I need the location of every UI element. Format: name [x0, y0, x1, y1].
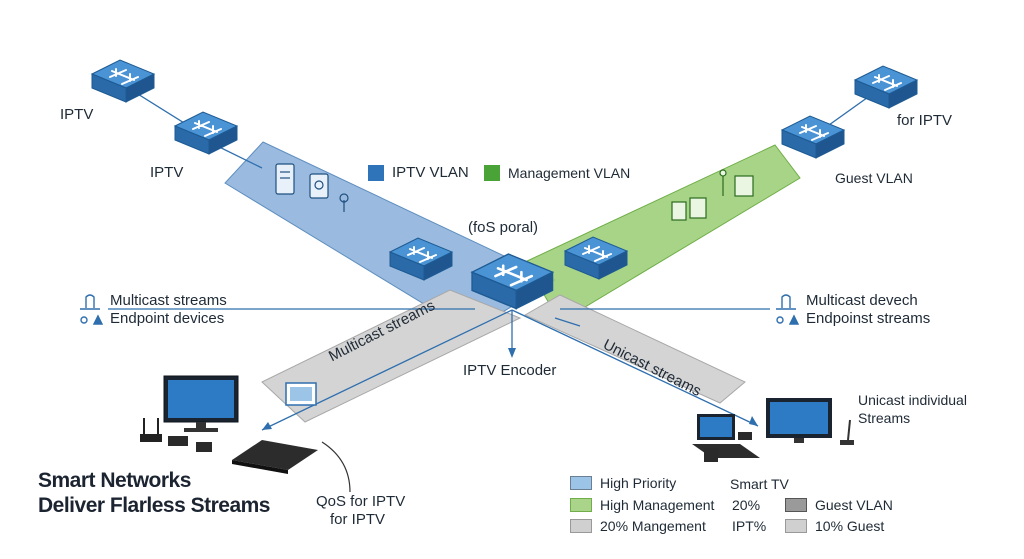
unicast-band: [523, 294, 746, 404]
iptv-vlan-label: IPTV VLAN: [392, 164, 469, 181]
iptv-encoder-label: IPTV Encoder: [463, 362, 557, 379]
multicast-icon: [80, 294, 104, 325]
guest-swatch: [785, 519, 807, 533]
iptv-vlan-swatch: [368, 165, 384, 181]
high-priority-label: High Priority: [600, 475, 677, 491]
screen-icon: [285, 382, 317, 406]
for-iptv-label: for IPTV: [897, 112, 953, 129]
keyboard-icon: [232, 440, 318, 474]
switch-icon: [781, 115, 845, 159]
server-icon: [275, 163, 295, 195]
management-vlan-label: Management VLAN: [508, 165, 631, 181]
mangement-label: 20% Mangement: [600, 518, 706, 534]
mangement-value: IPT%: [732, 518, 767, 534]
iptv-label: IPTV: [60, 106, 94, 123]
guest-vlan-swatch: [785, 498, 807, 512]
switch-icon: [91, 59, 155, 103]
tablet-icon: [309, 173, 329, 199]
guest-label: 10% Guest: [815, 518, 885, 534]
switch-icon: [854, 65, 918, 109]
high-management-swatch: [570, 498, 592, 512]
curved-arrow: [321, 441, 351, 493]
iptv-label: IPTV: [150, 164, 184, 181]
laptop-icon: [692, 414, 760, 462]
multicast-icon: [776, 294, 800, 325]
high-priority-swatch: [570, 476, 592, 490]
access-point-icon: [671, 169, 754, 221]
guest-vlan-label: Guest VLAN: [835, 170, 913, 186]
switch-icon: [174, 111, 238, 155]
portal-label: (foS poral): [468, 219, 539, 236]
high-management-label: High Management: [600, 497, 715, 513]
mangement-swatch: [570, 519, 592, 533]
monitor-icon: [163, 375, 239, 432]
antenna-icon: [840, 419, 854, 445]
monitor-icon: [766, 398, 832, 443]
smart-tv-label: Smart TV: [730, 476, 789, 492]
high-management-value: 20%: [732, 497, 761, 513]
management-vlan-swatch: [484, 165, 500, 181]
router-icon: [140, 418, 212, 452]
multicast-band: [261, 289, 522, 423]
antenna-icon: [339, 193, 349, 212]
guest-vlan-legend-label: Guest VLAN: [815, 497, 893, 513]
